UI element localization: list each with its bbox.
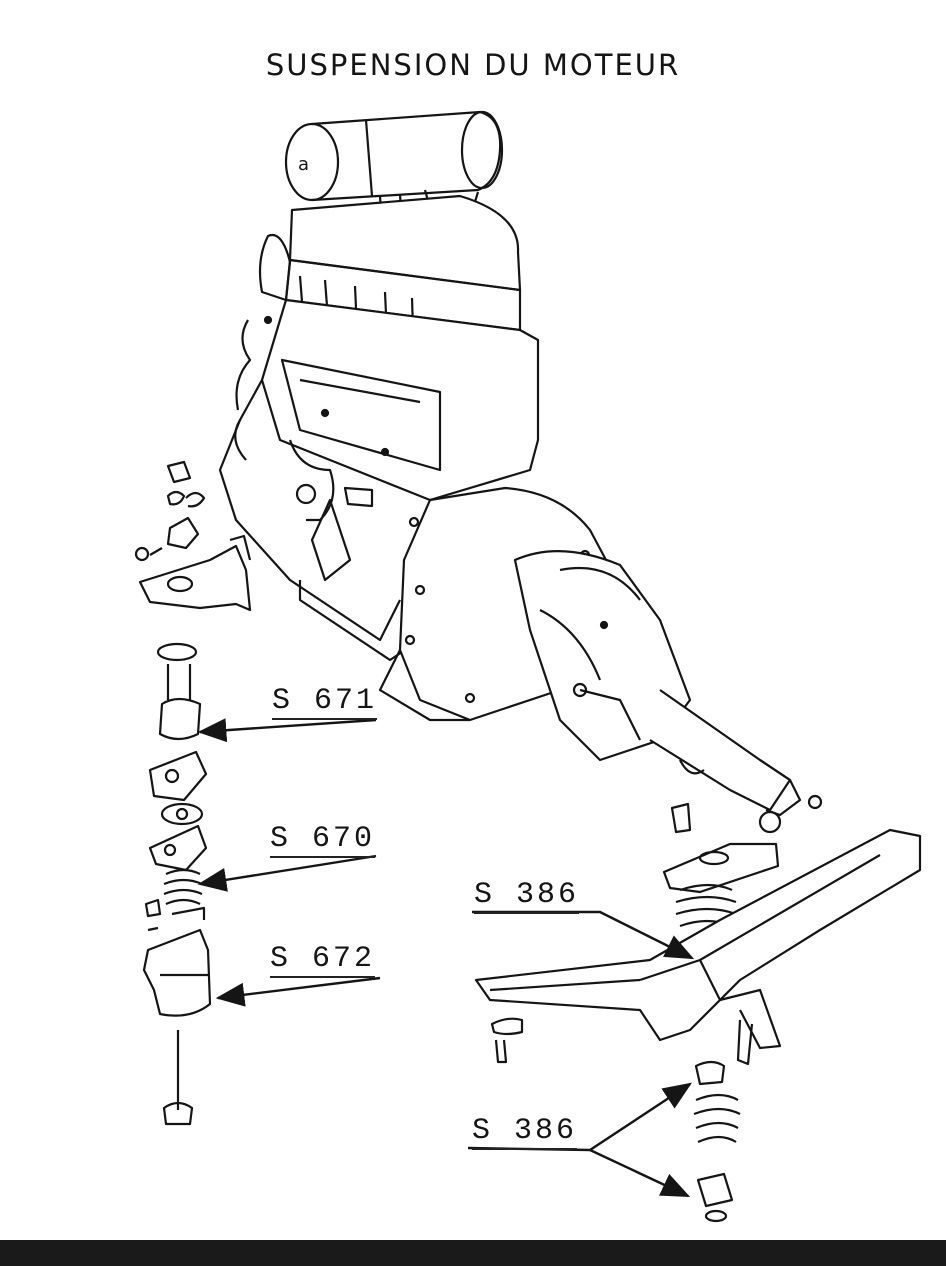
- rear-crossmember: [474, 802, 922, 1223]
- callout-s670: S 670: [270, 822, 376, 858]
- leader-s670: [197, 854, 377, 892]
- leader-s386-top: [472, 910, 695, 960]
- leader-s386-bottom-b: [589, 1148, 691, 1198]
- callout-s671: S 671: [272, 684, 378, 720]
- leader-s671: [197, 718, 377, 743]
- engine-block: [218, 298, 540, 662]
- gearbox: [513, 550, 692, 762]
- callout-s386-top: S 386: [474, 878, 580, 914]
- callout-s672: S 672: [270, 942, 376, 978]
- scan-edge-bar: [0, 1240, 946, 1266]
- leader-s672: [215, 976, 381, 1007]
- page-title: SUSPENSION DU MOTEUR: [265, 48, 681, 82]
- tail-shaft: [649, 689, 823, 834]
- engine-assembly: a: [218, 110, 823, 834]
- svg-text:a: a: [298, 154, 309, 175]
- front-mount-exploded: [134, 460, 252, 1126]
- callout-s386-bottom: S 386: [472, 1114, 578, 1150]
